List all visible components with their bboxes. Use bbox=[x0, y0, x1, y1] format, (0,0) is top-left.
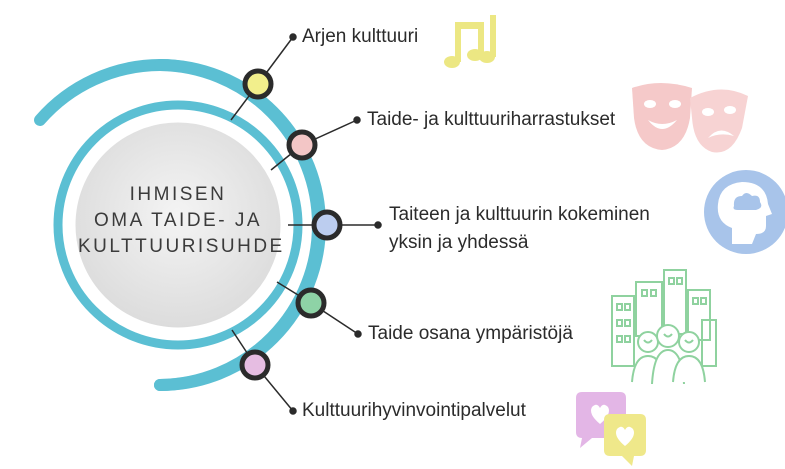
label-arjen-kulttuuri: Arjen kulttuuri bbox=[302, 26, 419, 47]
center-title-line-3: KULTTUURISUHDE bbox=[78, 236, 285, 257]
connector-dot-4 bbox=[354, 330, 362, 338]
label-ymparistot: Taide osana ympäristöjä bbox=[368, 323, 573, 344]
center-circle bbox=[72, 119, 284, 331]
node-arjen-kulttuuri bbox=[242, 68, 274, 100]
node-hyvinvointipalvelut bbox=[239, 349, 271, 381]
heart-speech-bubbles-icon bbox=[576, 392, 646, 466]
node-harrastukset bbox=[286, 129, 318, 161]
center-title-line-2: OMA TAIDE- JA bbox=[94, 210, 262, 231]
center-title-line-1: IHMISEN bbox=[129, 184, 227, 205]
connector-dot-2 bbox=[353, 116, 361, 124]
city-people-icon bbox=[611, 269, 717, 385]
label-hyvinvointipalvelut: Kulttuurihyvinvointipalvelut bbox=[302, 400, 526, 421]
music-notes-icon bbox=[444, 15, 496, 68]
center-title: IHMISEN OMA TAIDE- JA KULTTUURISUHDE bbox=[78, 182, 285, 260]
node-kokeminen bbox=[311, 209, 343, 241]
connector-dot-5 bbox=[289, 407, 297, 415]
connector-dot-1 bbox=[289, 33, 297, 41]
label-kokeminen-line-1: Taiteen ja kulttuurin kokeminen bbox=[389, 204, 650, 225]
label-harrastukset: Taide- ja kulttuuriharrastukset bbox=[367, 109, 616, 130]
connector-dot-3 bbox=[374, 221, 382, 229]
theater-masks-icon bbox=[632, 83, 748, 153]
label-kokeminen-line-2: yksin ja yhdessä bbox=[389, 232, 529, 253]
head-with-brain-icon bbox=[704, 170, 785, 254]
node-ymparistot bbox=[295, 287, 327, 319]
